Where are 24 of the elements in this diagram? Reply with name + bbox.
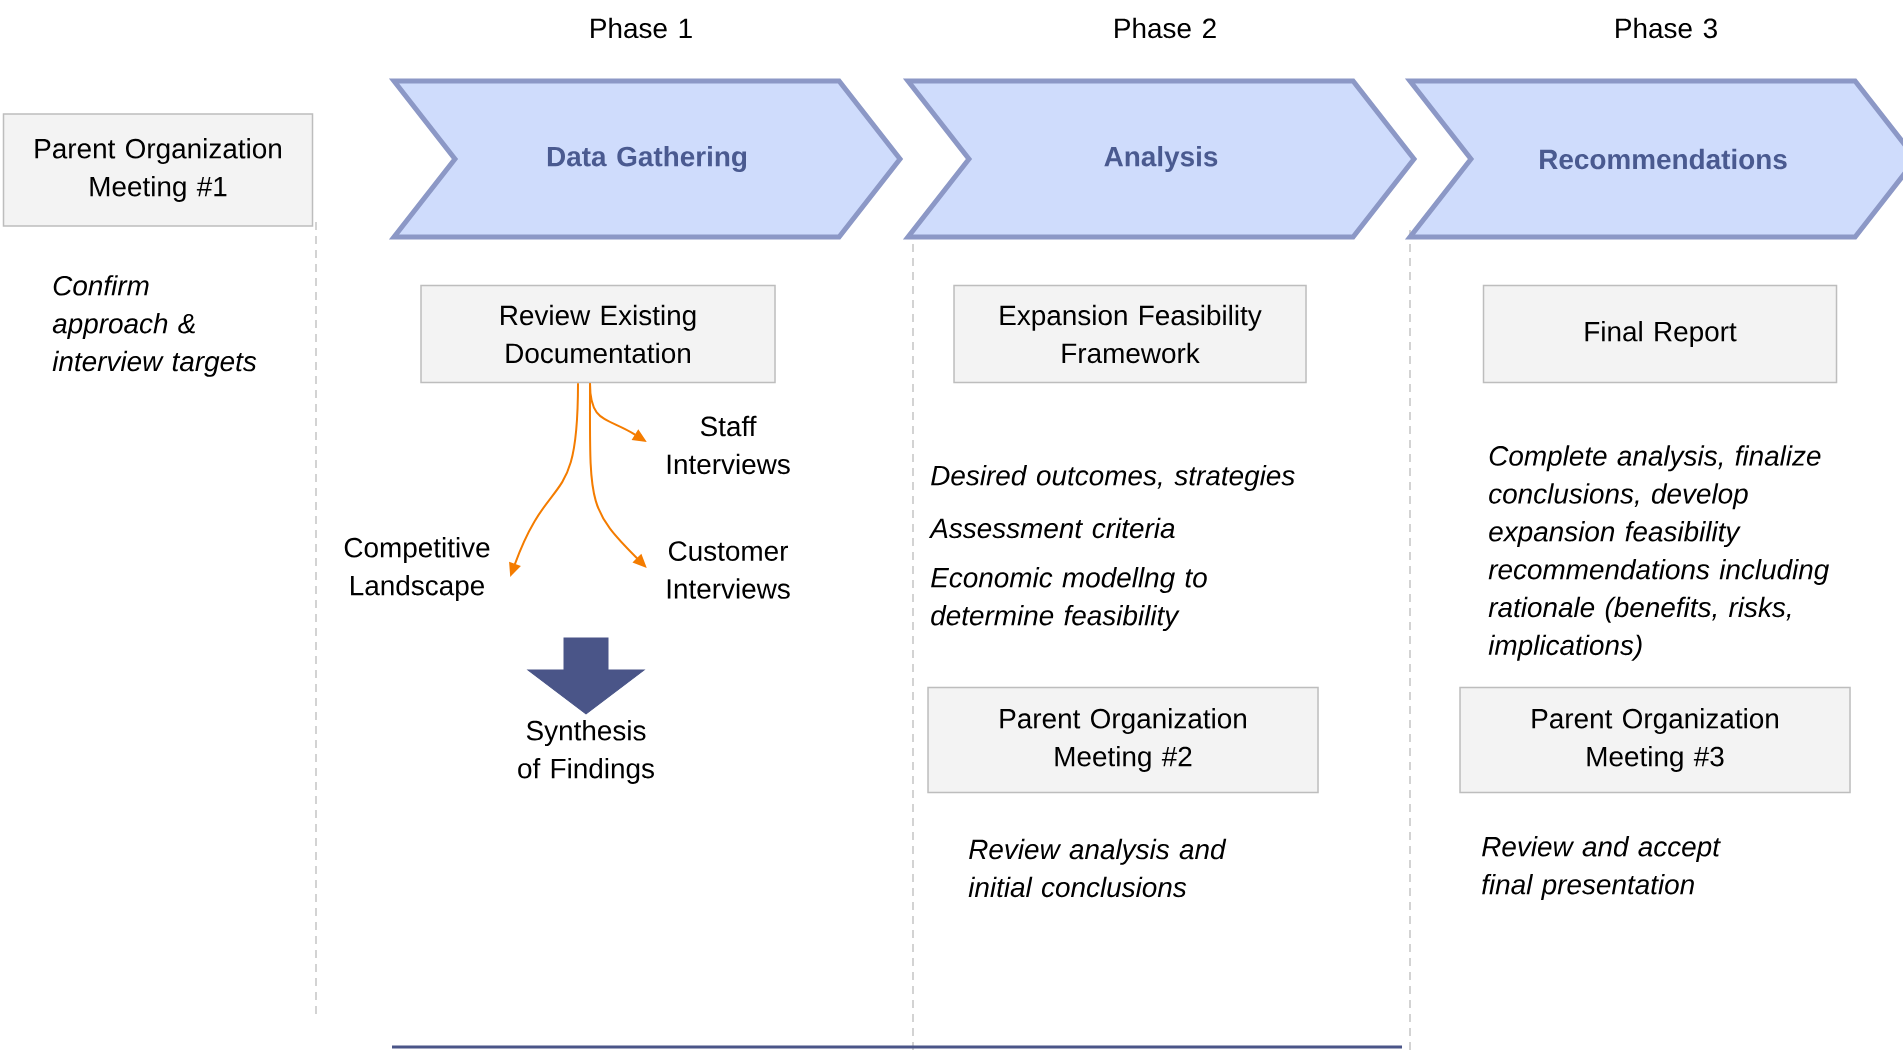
note-text: Desired outcomes, strategies [931, 465, 1295, 491]
node-text: Staff Interviews [667, 415, 790, 475]
note-text: Complete analysis, finalize conclusions, develop expansion feasibility recommendations including rationale (benefits, risks, implications) [1488, 445, 1829, 661]
phase-banner: Data Gathering [388, 78, 904, 240]
note-text: Review analysis and initial conclusions [968, 838, 1227, 898]
note-text: Economic modellng to determine feasibility [931, 567, 1207, 631]
process-box: Parent Organization Meeting #1 [2, 113, 314, 227]
node-text: Synthesis of Findings [518, 720, 654, 784]
process-box: Parent Organization Meeting #3 [1459, 686, 1851, 794]
note-text: Confirm approach & interview targets [52, 275, 257, 377]
phase-banner: Analysis [902, 78, 1418, 240]
process-box: Final Report [1482, 284, 1838, 384]
phase-label: Phase 1 [591, 17, 692, 39]
node-text: Competitive Landscape [344, 537, 490, 601]
note-text: Review and accept final presentation [1482, 836, 1721, 900]
block-arrow [527, 637, 645, 715]
process-box: Review Existing Documentation [420, 284, 776, 384]
process-box: Parent Organization Meeting #2 [927, 686, 1319, 794]
process-box: Expansion Feasibility Framework [953, 284, 1307, 384]
phase-banner: Recommendations [1404, 78, 1903, 240]
phase-label: Phase 3 [1616, 17, 1717, 39]
note-text: Assessment criteria [928, 517, 1175, 539]
phase-label: Phase 2 [1115, 17, 1216, 39]
node-text: Customer Interviews [667, 541, 790, 599]
